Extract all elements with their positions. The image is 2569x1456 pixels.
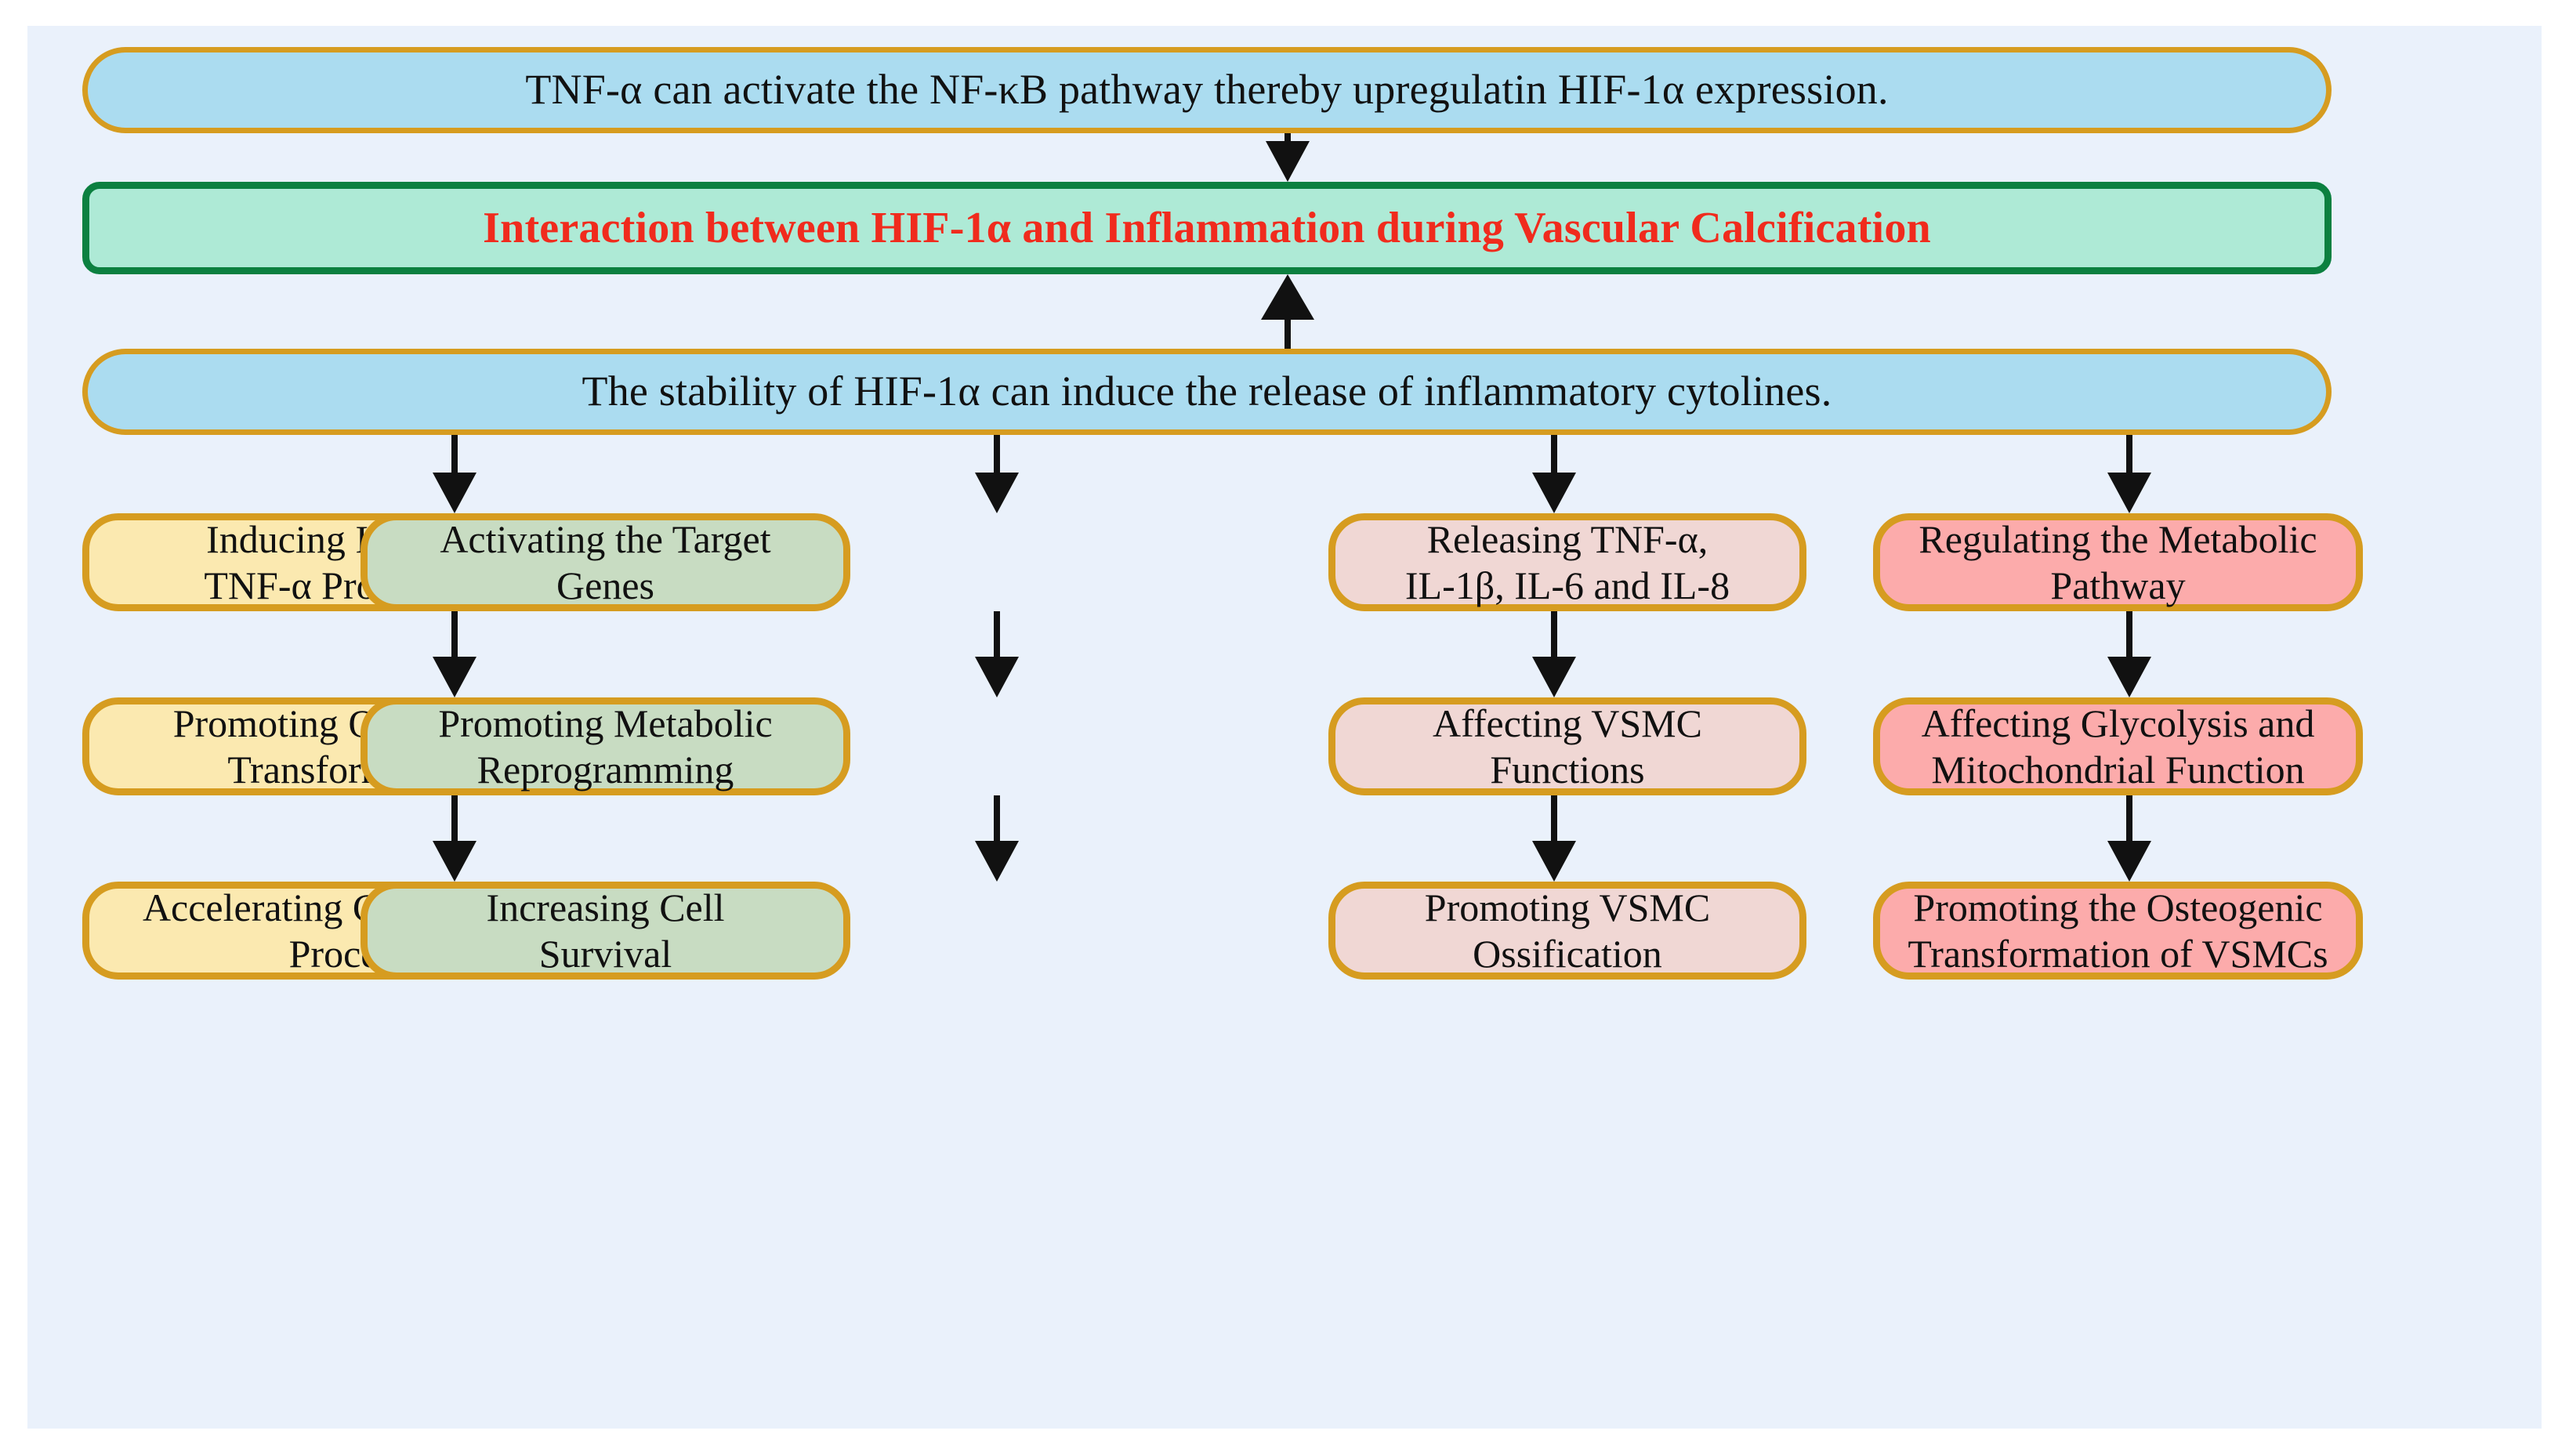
arrow-col2-step1-to-step2 [969,611,1024,697]
node-col3-step2: Affecting VSMC Functions [1328,697,1806,795]
arrow-shaft [2126,435,2132,479]
arrow-statement-to-col4-step1 [2102,435,2157,513]
node-top-statement: TNF-α can activate the NF-κB pathway the… [82,47,2332,133]
node-col3-step3-label: Promoting VSMC Ossification [1424,885,1711,976]
arrow-head-down-icon [1532,473,1576,513]
arrow-bottom-statement-to-title [1260,274,1315,349]
arrow-col4-step1-to-step2 [2102,611,2157,697]
arrow-head-down-icon [1266,141,1310,182]
node-col3-step2-label: Affecting VSMC Functions [1433,701,1702,791]
arrow-statement-to-col2-step1 [969,435,1024,513]
arrow-head-down-icon [975,841,1019,882]
arrow-head-down-icon [1532,657,1576,697]
arrow-head-up-icon [1261,274,1314,320]
arrow-col1-step1-to-step2 [427,611,482,697]
arrow-statement-to-col3-step1 [1527,435,1582,513]
node-col3-step1: Releasing TNF-α, IL-1β, IL-6 and IL-8 [1328,513,1806,611]
arrow-shaft [451,435,458,479]
arrow-head-down-icon [2107,657,2151,697]
arrow-shaft [994,435,1000,479]
arrow-col1-step2-to-step3 [427,795,482,882]
node-col4-step1: Regulating the Metabolic Pathway [1873,513,2363,611]
arrow-shaft [1551,435,1557,479]
arrow-head-down-icon [433,657,476,697]
node-col4-step2: Affecting Glycolysis and Mitochondrial F… [1873,697,2363,795]
arrow-shaft [994,611,1000,661]
node-bottom-statement-label: The stability of HIF-1α can induce the r… [582,368,1832,415]
node-col2-step1-label: Activating the Target Genes [440,516,771,607]
arrow-col2-step2-to-step3 [969,795,1024,882]
node-col4-step3: Promoting the Osteogenic Transformation … [1873,882,2363,980]
arrow-shaft [2126,795,2132,846]
node-col3-step3: Promoting VSMC Ossification [1328,882,1806,980]
node-col2-step3: Increasing Cell Survival [361,882,850,980]
diagram-canvas: TNF-α can activate the NF-κB pathway the… [27,26,2542,1429]
arrow-shaft [451,611,458,661]
arrow-head-down-icon [1532,841,1576,882]
node-col2-step2: Promoting Metabolic Reprogramming [361,697,850,795]
node-bottom-statement: The stability of HIF-1α can induce the r… [82,349,2332,435]
arrow-head-down-icon [975,473,1019,513]
node-col4-step2-label: Affecting Glycolysis and Mitochondrial F… [1921,701,2315,791]
arrow-top-to-title [1260,133,1315,182]
arrow-col3-step1-to-step2 [1527,611,1582,697]
arrow-head-down-icon [433,841,476,882]
arrow-shaft [1284,311,1291,349]
arrow-shaft [1551,795,1557,846]
arrow-shaft [1551,611,1557,661]
arrow-col4-step2-to-step3 [2102,795,2157,882]
arrow-head-down-icon [433,473,476,513]
arrow-head-down-icon [2107,473,2151,513]
node-col2-step3-label: Increasing Cell Survival [486,885,725,976]
arrow-shaft [2126,611,2132,661]
arrow-head-down-icon [975,657,1019,697]
arrow-statement-to-col1-step1 [427,435,482,513]
node-col4-step3-label: Promoting the Osteogenic Transformation … [1908,885,2328,976]
node-top-statement-label: TNF-α can activate the NF-κB pathway the… [525,66,1889,114]
node-col2-step1: Activating the Target Genes [361,513,850,611]
node-central-title: Interaction between HIF-1α and Inflammat… [82,182,2332,274]
arrow-col3-step2-to-step3 [1527,795,1582,882]
page-title: Interaction between HIF-1α and Inflammat… [483,203,1931,252]
arrow-shaft [451,795,458,846]
arrow-shaft [994,795,1000,846]
arrow-head-down-icon [2107,841,2151,882]
node-col4-step1-label: Regulating the Metabolic Pathway [1919,516,2317,607]
node-col3-step1-label: Releasing TNF-α, IL-1β, IL-6 and IL-8 [1404,516,1730,607]
node-col2-step2-label: Promoting Metabolic Reprogramming [438,701,773,791]
